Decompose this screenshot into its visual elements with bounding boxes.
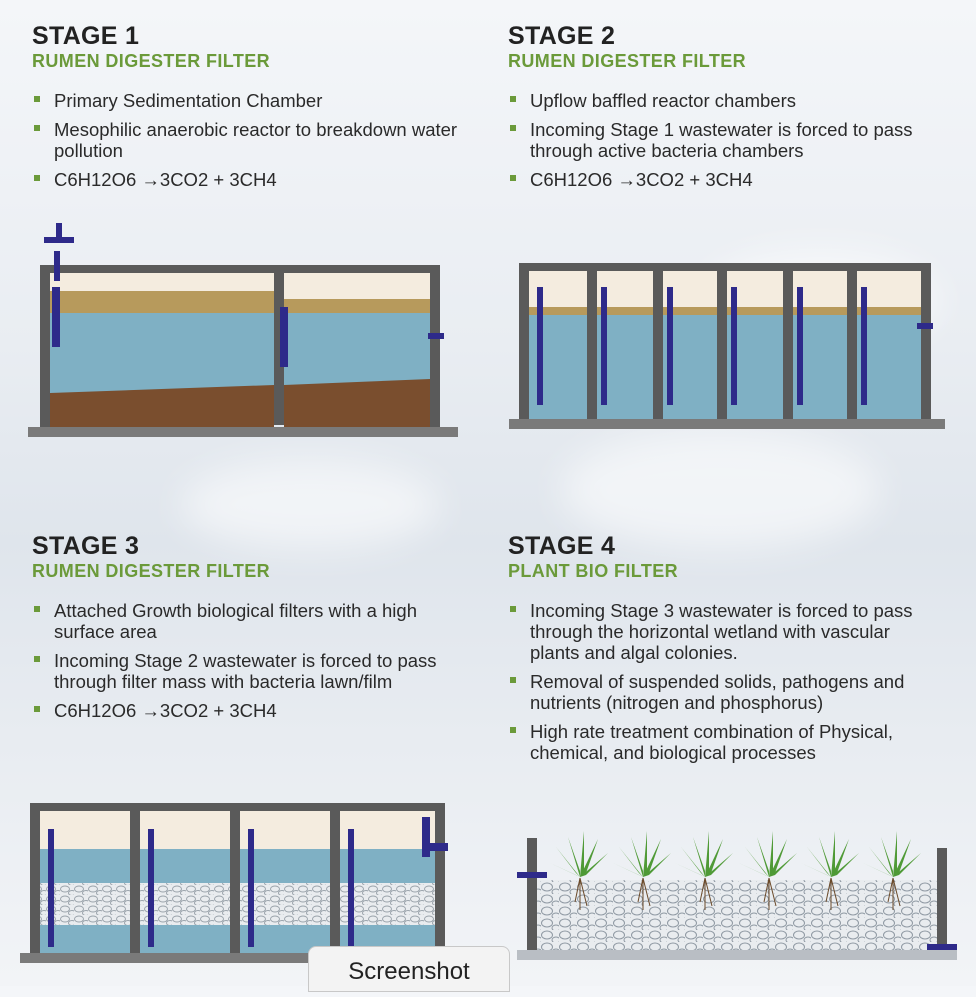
gas-space (284, 273, 430, 299)
stage-1-title: STAGE 1 (32, 22, 140, 50)
tank-lid (40, 265, 440, 273)
stage-3-subtitle: RUMEN DIGESTER FILTER (32, 561, 271, 581)
water-layer (284, 313, 430, 393)
tank-divider (274, 265, 284, 425)
stage-2-panel: STAGE 2 RUMEN DIGESTER FILTER Upflow baf… (508, 22, 958, 198)
outlet-pipe (917, 323, 933, 329)
list-item: C6H12O6 →3CO2 + 3CH4 (508, 169, 958, 190)
list-item: Primary Sedimentation Chamber (32, 90, 482, 111)
plant-icon (675, 831, 733, 877)
stage-3-panel: STAGE 3 RUMEN DIGESTER FILTER Attached G… (32, 532, 482, 729)
tank-lid (30, 803, 445, 811)
stage-4-wetland-diagram (517, 831, 957, 960)
baffle-wall (847, 271, 857, 419)
baffle-wall (587, 271, 597, 419)
chamber-wall (330, 811, 340, 953)
tank-wall-right (430, 265, 440, 433)
downflow-pipe (667, 287, 673, 405)
outlet-pipe (428, 333, 444, 339)
tank-base (517, 950, 957, 960)
tank-wall-left (519, 263, 529, 423)
outlet-pipe (927, 944, 957, 950)
plant-roots (574, 877, 901, 910)
tank-wall-left (40, 265, 50, 433)
scum-layer (284, 299, 430, 313)
screenshot-caption-tab: Screenshot (308, 946, 510, 992)
stage-3-title: STAGE 3 (32, 532, 140, 560)
list-item: Incoming Stage 3 wastewater is forced to… (508, 600, 940, 663)
downflow-pipe (348, 829, 354, 947)
gas-outlet-pipe (56, 223, 62, 239)
downflow-pipe (537, 287, 543, 405)
list-item: High rate treatment combination of Physi… (508, 721, 960, 763)
cloud-decoration (560, 430, 880, 550)
list-item: Incoming Stage 1 wastewater is forced to… (508, 119, 940, 161)
stage-2-title: STAGE 2 (508, 22, 616, 50)
list-item: Mesophilic anaerobic reactor to breakdow… (32, 119, 464, 161)
downflow-pipe (861, 287, 867, 405)
baffle-wall (717, 271, 727, 419)
tank-wall-left (527, 838, 537, 956)
plant-icon (550, 831, 608, 877)
outlet-pipe (422, 817, 430, 857)
list-item: Incoming Stage 2 wastewater is forced to… (32, 650, 454, 692)
tank-base (28, 427, 458, 437)
list-item: C6H12O6 →3CO2 + 3CH4 (32, 169, 482, 190)
baffle-wall (783, 271, 793, 419)
cloud-decoration (180, 460, 440, 550)
stage-3-bullets: Attached Growth biological filters with … (32, 600, 482, 721)
downflow-pipe (48, 829, 54, 947)
list-item: Attached Growth biological filters with … (32, 600, 474, 642)
outlet-pipe (422, 843, 448, 851)
inlet-pipe (517, 872, 547, 878)
chamber-wall (130, 811, 140, 953)
tank-wall-right (435, 803, 445, 953)
tank-base (509, 419, 945, 429)
wetland-gravel-bed (537, 880, 937, 952)
sludge-layer (284, 379, 430, 427)
downflow-pipe (797, 287, 803, 405)
stage-4-title: STAGE 4 (508, 532, 616, 560)
list-item: Removal of suspended solids, pathogens a… (508, 671, 940, 713)
tank-lid (519, 263, 931, 271)
scum-layer (50, 291, 274, 313)
downflow-pipe (731, 287, 737, 405)
list-item: Upflow baffled reactor chambers (508, 90, 958, 111)
inlet-pipe (52, 287, 60, 347)
list-item: C6H12O6 →3CO2 + 3CH4 (32, 700, 482, 721)
baffle-wall (653, 271, 663, 419)
sludge-layer (50, 385, 274, 427)
plant-icon (613, 831, 671, 877)
plant-icon (863, 831, 921, 877)
stage-3-attached-growth-filter-diagram (20, 803, 460, 963)
transfer-pipe (280, 307, 288, 367)
stage-2-subtitle: RUMEN DIGESTER FILTER (508, 51, 747, 71)
tank-wall-left (30, 803, 40, 953)
gas-outlet-pipe (54, 251, 60, 281)
downflow-pipe (148, 829, 154, 947)
stage-1-subtitle: RUMEN DIGESTER FILTER (32, 51, 271, 71)
stage-1-bullets: Primary Sedimentation Chamber Mesophilic… (32, 90, 482, 190)
water-layer (50, 313, 274, 393)
stage-2-bullets: Upflow baffled reactor chambers Incoming… (508, 90, 958, 190)
wetland-plants (550, 831, 921, 877)
gas-outlet-pipe (44, 237, 74, 243)
stage-4-bullets: Incoming Stage 3 wastewater is forced to… (508, 600, 958, 763)
chamber-wall (230, 811, 240, 953)
tank-wall-right (937, 848, 947, 956)
tank-base (20, 953, 460, 963)
downflow-pipe (248, 829, 254, 947)
stage-1-panel: STAGE 1 RUMEN DIGESTER FILTER Primary Se… (32, 22, 482, 198)
plant-icon (801, 831, 859, 877)
stage-2-baffled-reactor-diagram (509, 263, 945, 429)
stage-4-subtitle: PLANT BIO FILTER (508, 561, 679, 581)
tank-wall-right (921, 263, 931, 423)
stage-1-tank-diagram (28, 223, 458, 437)
downflow-pipe (601, 287, 607, 405)
plant-icon (739, 831, 797, 877)
stage-4-panel: STAGE 4 PLANT BIO FILTER Incoming Stage … (508, 532, 958, 771)
